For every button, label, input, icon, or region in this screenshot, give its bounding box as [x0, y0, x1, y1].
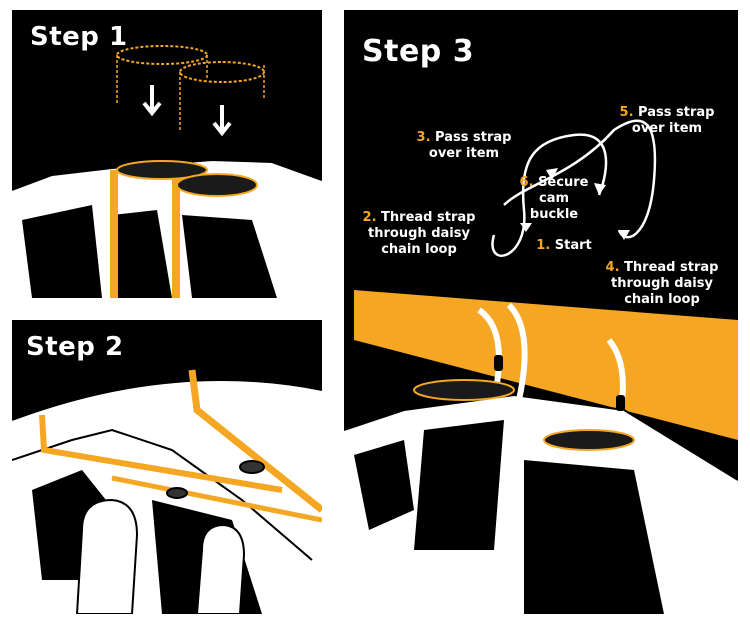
car-window-right — [182, 215, 277, 298]
step2-panel: Step 2 — [6, 314, 328, 620]
strap — [606, 338, 626, 441]
instruction-3: 3. Pass strap over item — [416, 130, 512, 161]
step3-illustration: Step 3 5. Pass strap over item 3. Pass s… — [344, 10, 738, 614]
pad-on-roof-1 — [116, 160, 208, 180]
car-window — [414, 420, 504, 550]
car-seat — [195, 523, 246, 614]
arrow-head-icon — [520, 223, 532, 232]
step2-title: Step 2 — [26, 332, 124, 362]
cam-buckle-icon — [166, 487, 188, 499]
car-window-left — [22, 205, 102, 298]
instruction-5: 5. Pass strap over item — [619, 105, 715, 136]
instruction-2: 2. Thread strap through daisy chain loop — [362, 210, 476, 257]
step2-illustration: Step 2 — [12, 320, 322, 614]
step2-drawing — [12, 369, 322, 614]
step3-title: Step 3 — [362, 34, 475, 69]
step1-drawing — [12, 45, 322, 298]
instruction-1: 1. Start — [536, 238, 592, 253]
instruction-6: 6. Secure cam buckle — [519, 175, 589, 222]
pad-floating-1 — [116, 45, 208, 65]
strap-right — [172, 162, 180, 298]
pad-on-roof-2 — [176, 173, 258, 197]
car-window — [354, 440, 414, 530]
car-window — [524, 460, 664, 614]
arrow-head-icon — [594, 183, 606, 195]
down-arrow-icon — [212, 105, 232, 137]
cam-buckle-icon — [616, 395, 625, 411]
pad-on-roof — [543, 429, 635, 451]
strap-left — [110, 170, 118, 298]
pad-on-roof — [413, 379, 515, 401]
strap — [506, 302, 528, 401]
arrow-head-icon — [618, 230, 630, 240]
pad-floating-2 — [179, 61, 265, 83]
arrow-head-icon — [546, 168, 558, 180]
step1-illustration: Step 1 — [12, 10, 322, 298]
cam-buckle-icon — [239, 460, 265, 474]
step1-title: Step 1 — [30, 22, 128, 52]
step1-panel: Step 1 — [6, 4, 328, 304]
step3-drawing — [344, 119, 738, 614]
strap — [188, 369, 322, 513]
cam-buckle-icon — [494, 355, 503, 371]
strap — [39, 414, 283, 493]
instruction-4: 4. Thread strap through daisy chain loop — [605, 260, 719, 307]
down-arrow-icon — [142, 85, 162, 117]
strap — [111, 475, 322, 523]
kayak — [354, 290, 738, 440]
car-seat — [75, 498, 139, 614]
strap-path-arrows — [491, 119, 657, 257]
step3-panel: Step 3 5. Pass strap over item 3. Pass s… — [338, 4, 744, 620]
car-window-mid — [112, 210, 172, 298]
